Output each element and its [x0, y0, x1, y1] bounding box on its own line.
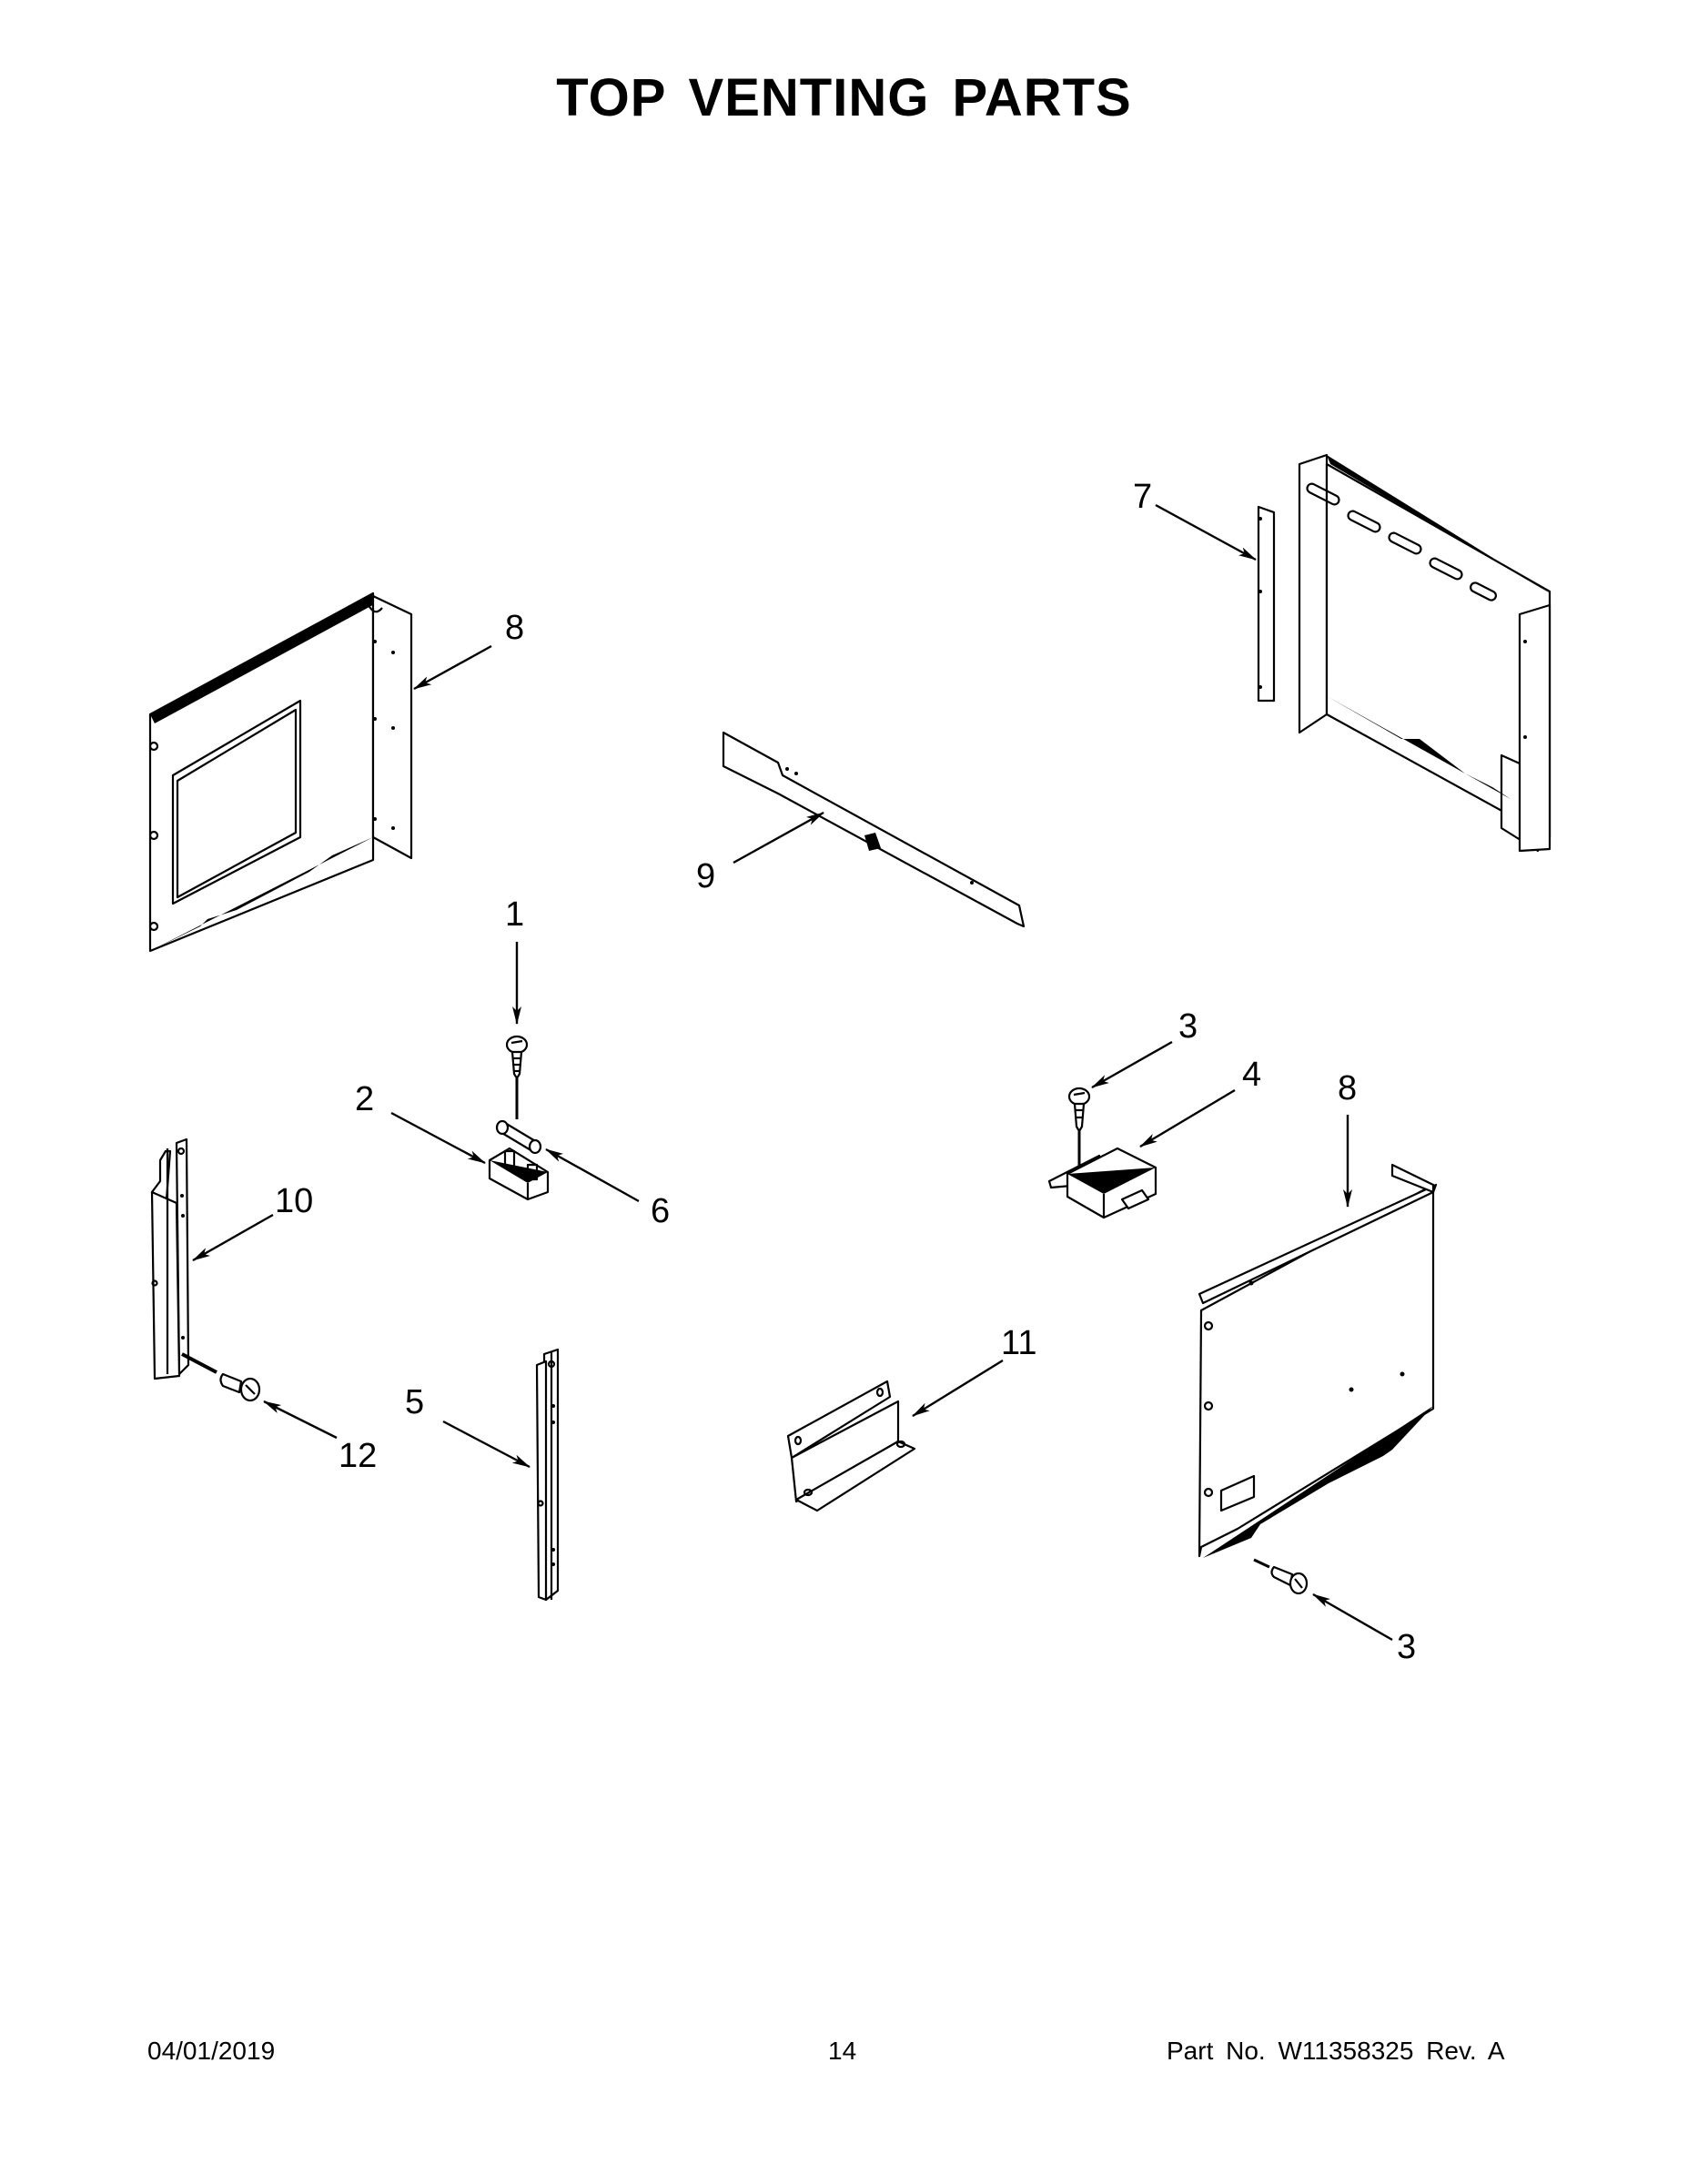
- leader-arrow-icon: [413, 644, 492, 691]
- leader-arrow-icon: [733, 811, 824, 864]
- callout-label: 2: [355, 1080, 374, 1118]
- callout-8[interactable]: 8: [413, 609, 524, 691]
- leader-arrow-icon: [912, 1359, 1004, 1418]
- callout-3[interactable]: 3: [1312, 1592, 1416, 1666]
- part-3-screw-upper[interactable]: [1067, 1087, 1091, 1167]
- callout-label: 7: [1133, 478, 1152, 516]
- callout-6[interactable]: 6: [545, 1148, 670, 1230]
- callout-label: 10: [275, 1182, 313, 1220]
- leader-arrow-icon: [263, 1400, 338, 1440]
- callout-8[interactable]: 8: [1338, 1069, 1357, 1208]
- part-9-vent-rail[interactable]: [722, 731, 1026, 928]
- part-8-side-panel-upper[interactable]: [148, 592, 413, 953]
- callout-12[interactable]: 12: [263, 1400, 377, 1475]
- callout-5[interactable]: 5: [405, 1383, 531, 1469]
- callout-1[interactable]: 1: [505, 895, 524, 1025]
- callout-label: 11: [1001, 1324, 1036, 1362]
- callout-11[interactable]: 11: [912, 1324, 1036, 1418]
- part-8-side-panel-lower[interactable]: [1198, 1163, 1438, 1558]
- part-11-mounting-bracket[interactable]: [786, 1380, 916, 1512]
- part-3-screw-lower[interactable]: [1253, 1558, 1309, 1595]
- leader-arrow-icon: [1091, 1040, 1173, 1089]
- leader-arrow-icon: [545, 1148, 640, 1203]
- part-1-screw[interactable]: [505, 1035, 529, 1119]
- callout-9[interactable]: 9: [696, 811, 824, 895]
- callout-label: 8: [1338, 1069, 1357, 1107]
- leader-arrow-icon: [1155, 503, 1257, 561]
- callout-label: 12: [339, 1437, 377, 1475]
- footer-part-number: Part No. W11358325 Rev. A: [1167, 2037, 1505, 2065]
- callout-label: 1: [505, 895, 524, 934]
- part-5-right-bracket[interactable]: [535, 1348, 560, 1602]
- part-10-left-bracket[interactable]: [150, 1138, 190, 1380]
- part-7-rear-vent-panel[interactable]: [1257, 453, 1552, 853]
- callout-label: 6: [651, 1192, 670, 1230]
- callout-3[interactable]: 3: [1091, 1007, 1198, 1089]
- callout-label: 4: [1242, 1056, 1261, 1094]
- callout-label: 8: [505, 609, 524, 647]
- leader-arrow-icon: [442, 1420, 531, 1469]
- page-title: TOP VENTING PARTS: [556, 68, 1132, 127]
- callout-label: 3: [1178, 1007, 1198, 1046]
- part-2-fuse-holder[interactable]: [488, 1147, 550, 1201]
- footer-date: 04/01/2019: [147, 2037, 276, 2065]
- callout-4[interactable]: 4: [1139, 1056, 1261, 1148]
- callout-label: 9: [696, 857, 715, 895]
- callout-label: 3: [1397, 1628, 1416, 1666]
- callout-label: 5: [405, 1383, 424, 1421]
- leader-arrow-icon: [192, 1213, 274, 1262]
- part-4-thermal-cover[interactable]: [1047, 1147, 1157, 1219]
- leader-arrow-icon: [1139, 1088, 1236, 1148]
- leader-arrow-icon: [390, 1111, 486, 1165]
- callout-2[interactable]: 2: [355, 1080, 486, 1165]
- part-6-fuse[interactable]: [495, 1119, 542, 1155]
- callout-group: 7 8 9 1 3 4 8 2 6 10 11 5 12 3: [192, 478, 1416, 1666]
- leader-arrow-icon: [1312, 1592, 1393, 1642]
- footer-page-number: 14: [828, 2037, 857, 2065]
- callout-7[interactable]: 7: [1133, 478, 1257, 561]
- callout-10[interactable]: 10: [192, 1182, 313, 1262]
- part-12-screw[interactable]: [181, 1352, 261, 1402]
